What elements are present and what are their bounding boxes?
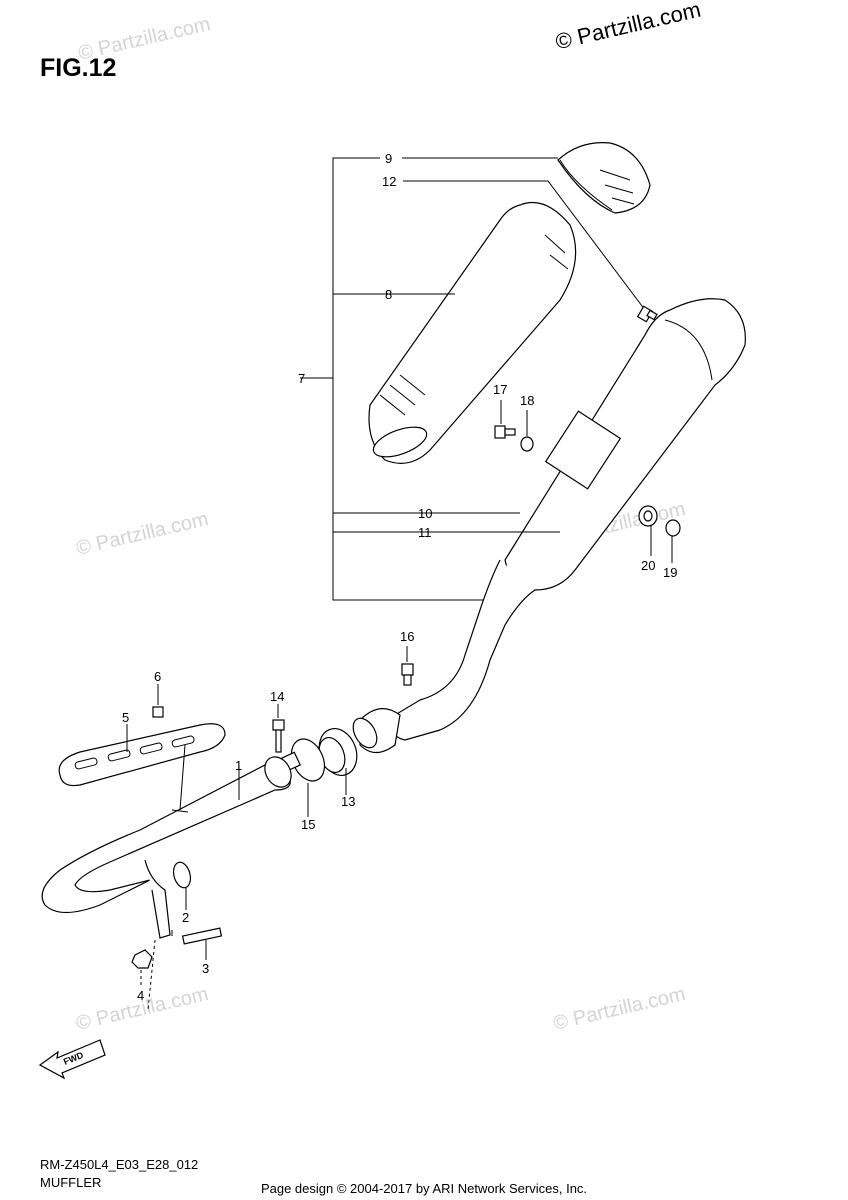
callout-1: 1 bbox=[235, 758, 242, 773]
callout-16: 16 bbox=[400, 629, 414, 644]
part-6-bolt[interactable] bbox=[152, 706, 164, 718]
callout-8: 8 bbox=[385, 287, 392, 302]
callout-7: 7 bbox=[298, 371, 305, 386]
part-20-grommet[interactable] bbox=[638, 505, 658, 527]
callout-3: 3 bbox=[202, 961, 209, 976]
watermark: © Partzilla.com bbox=[74, 508, 210, 560]
page-credit: Page design © 2004-2017 by ARI Network S… bbox=[260, 1181, 588, 1196]
callout-4: 4 bbox=[137, 988, 144, 1003]
part-5-heat-shield[interactable] bbox=[58, 723, 226, 813]
part-1-exhaust-pipe[interactable] bbox=[41, 752, 296, 939]
part-8-silencer-cover[interactable] bbox=[368, 201, 577, 464]
part-19-collar[interactable] bbox=[665, 519, 681, 537]
callout-14: 14 bbox=[270, 689, 284, 704]
callout-5: 5 bbox=[122, 710, 129, 725]
callout-15: 15 bbox=[301, 817, 315, 832]
part-12-bolt[interactable] bbox=[636, 305, 658, 323]
callout-17: 17 bbox=[493, 382, 507, 397]
watermark: © Partzilla.com bbox=[76, 13, 212, 65]
muffler-body[interactable] bbox=[348, 298, 746, 754]
part-2-gasket[interactable] bbox=[171, 860, 193, 889]
model-code: RM-Z450L4_E03_E28_012 bbox=[40, 1157, 199, 1172]
callout-10: 10 bbox=[418, 506, 432, 521]
watermark: © Partzilla.com bbox=[551, 983, 687, 1035]
part-16-bolt[interactable] bbox=[401, 663, 414, 686]
callout-13: 13 bbox=[341, 794, 355, 809]
part-18-washer[interactable] bbox=[520, 436, 534, 452]
callout-18: 18 bbox=[520, 393, 534, 408]
part-14-bolt[interactable] bbox=[272, 719, 285, 753]
figure-title: FIG.12 bbox=[40, 54, 117, 82]
callout-9: 9 bbox=[385, 151, 392, 166]
assembly-bracket bbox=[300, 157, 510, 601]
callout-19: 19 bbox=[663, 565, 677, 580]
callout-11: 11 bbox=[418, 525, 432, 540]
callout-6: 6 bbox=[154, 669, 161, 684]
section-name: MUFFLER bbox=[40, 1175, 102, 1190]
part-4-nut[interactable] bbox=[131, 949, 153, 969]
forward-direction-icon: FWD bbox=[38, 1039, 106, 1080]
part-3-stud[interactable] bbox=[181, 927, 223, 945]
callout-12: 12 bbox=[382, 174, 396, 189]
callout-20: 20 bbox=[641, 558, 655, 573]
part-9-end-cap[interactable] bbox=[557, 142, 651, 214]
part-17-bolt[interactable] bbox=[494, 425, 516, 439]
callout-2: 2 bbox=[182, 910, 189, 925]
